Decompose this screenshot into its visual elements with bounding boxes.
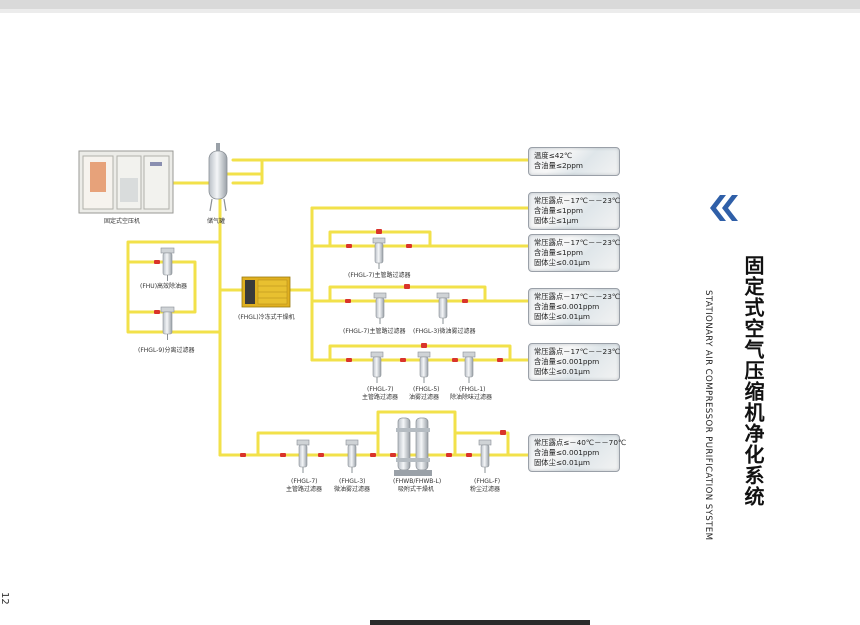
fhu-label: (FHU)高效除油器 (140, 282, 187, 290)
valve (240, 453, 246, 457)
fhgl9-label: (FHGL-9)分离过滤器 (138, 346, 195, 354)
row2-micro-oil-filter-icon (436, 292, 450, 324)
valve (154, 260, 160, 264)
row3-f3-code: (FHGL-1) (459, 386, 486, 393)
spec-line: 含油量≤0.001ppm (534, 356, 600, 366)
row4-f2-code: (FHGL-3) (339, 478, 366, 485)
spec-line: 常压露点≤－40℃－－70℃ (534, 438, 627, 447)
spec-line: 固体尘≤0.01μm (534, 366, 591, 376)
valve (400, 358, 406, 362)
spec-line: 含油量≤0.001ppm (534, 447, 600, 457)
spec-line: 常压露点－17℃－－23℃ (534, 347, 621, 356)
spec-line: 含油量≤1ppm (534, 205, 584, 215)
row4-f1-name: 主管路过滤器 (286, 485, 322, 493)
spec-box-6: 常压露点≤－40℃－－70℃ 含油量≤0.001ppm 固体尘≤0.01μm (528, 434, 627, 472)
air-tank-icon (208, 143, 228, 212)
valve (376, 229, 382, 234)
valve (497, 358, 503, 362)
valve (346, 244, 352, 248)
spec-box-5: 常压露点－17℃－－23℃ 含油量≤0.001ppm 固体尘≤0.01μm (528, 343, 620, 381)
valve (346, 358, 352, 362)
valve (406, 244, 412, 248)
row4-f1-code: (FHGL-7) (291, 478, 318, 485)
adsorption-dryer-icon (394, 417, 432, 476)
valve (370, 453, 376, 457)
valve (318, 453, 324, 457)
row4-f3-code: (FHGL-F) (474, 478, 500, 485)
row3-f1-name: 主管路过滤器 (362, 393, 398, 401)
row1-main-filter-icon (372, 237, 386, 269)
row4-micro-oil-filter-icon (345, 439, 359, 473)
row3-main-filter-icon (370, 351, 384, 383)
valve (345, 299, 351, 303)
top-border-shadow (0, 9, 860, 13)
row1-filter-label: (FHGL-7)主管路过滤器 (348, 271, 411, 279)
fhu-filter-icon (160, 247, 175, 281)
top-border (0, 0, 860, 9)
spec-box-4: 常压露点－17℃－－23℃ 含油量≤0.001ppm 固体尘≤0.01μm (528, 288, 620, 326)
compressor (78, 150, 174, 214)
valve (446, 453, 452, 457)
row2-main-filter-icon (373, 292, 387, 324)
row2-filter2-label: (FHGL-3)微油雾过滤器 (413, 327, 476, 335)
spec-box-1: 温度≤42℃ 含油量≤2ppm (528, 147, 620, 176)
title-english: STATIONARY AIR COMPRESSOR PURIFICATION S… (703, 290, 713, 541)
spec-line: 固体尘≤0.01μm (534, 257, 591, 267)
row3-f2-code: (FHGL-5) (413, 386, 440, 393)
valve (462, 299, 468, 303)
row3-f1-code: (FHGL-7) (367, 386, 394, 393)
bottom-strip (370, 620, 590, 625)
spec-line: 固体尘≤1μm (534, 215, 579, 225)
row2-filter1-label: (FHGL-7)主管路过滤器 (343, 327, 406, 335)
row4-dust-filter-icon (478, 439, 492, 473)
valves (154, 229, 506, 457)
row3-odor-filter-icon (462, 351, 476, 383)
spec-box-2: 常压露点－17℃－－23℃ 含油量≤1ppm 固体尘≤1μm (528, 192, 620, 230)
valve (390, 453, 396, 457)
spec-line: 含油量≤0.001ppm (534, 301, 600, 311)
spec-line: 常压露点－17℃－－23℃ (534, 196, 621, 205)
row4-main-filter-icon (296, 439, 310, 473)
pipe-network (126, 158, 530, 457)
row4-f3-name: 粉尘过滤器 (470, 485, 500, 493)
spec-line: 常压露点－17℃－－23℃ (534, 238, 621, 247)
valve (500, 430, 506, 435)
title-chinese: 固定式空气压缩机净化系统 (741, 255, 765, 507)
valve (280, 453, 286, 457)
row4-dryer-name: 吸附式干燥机 (398, 485, 434, 493)
air-tank-label: 储气罐 (207, 217, 225, 225)
valve (154, 310, 160, 314)
spec-line: 含油量≤2ppm (534, 160, 584, 170)
row3-f2-name: 油雾过滤器 (409, 393, 439, 401)
row4-dryer-code: (FHWB/FHWB-L) (393, 478, 441, 485)
valve (466, 453, 472, 457)
spec-box-3: 常压露点－17℃－－23℃ 含油量≤1ppm 固体尘≤0.01μm (528, 234, 620, 272)
spec-line: 固体尘≤0.01μm (534, 311, 591, 321)
row4-f2-name: 微油雾过滤器 (334, 485, 370, 493)
freeze-dryer-icon (241, 276, 291, 308)
valve (404, 284, 410, 289)
spec-line: 常压露点－17℃－－23℃ (534, 292, 621, 301)
spec-line: 固体尘≤0.01μm (534, 457, 591, 467)
fhgl9-filter-icon (160, 306, 175, 340)
valve (421, 343, 427, 348)
spec-line: 含油量≤1ppm (534, 247, 584, 257)
row3-oil-mist-filter-icon (417, 351, 431, 383)
freeze-dryer-label: (FHGL)冷冻式干燥机 (238, 313, 295, 321)
valve (452, 358, 458, 362)
spec-line: 温度≤42℃ (534, 151, 573, 160)
double-chevron-icon (710, 195, 738, 221)
compressor-label: 固定式空压机 (104, 217, 140, 225)
row3-f3-name: 除油除味过滤器 (450, 393, 492, 401)
